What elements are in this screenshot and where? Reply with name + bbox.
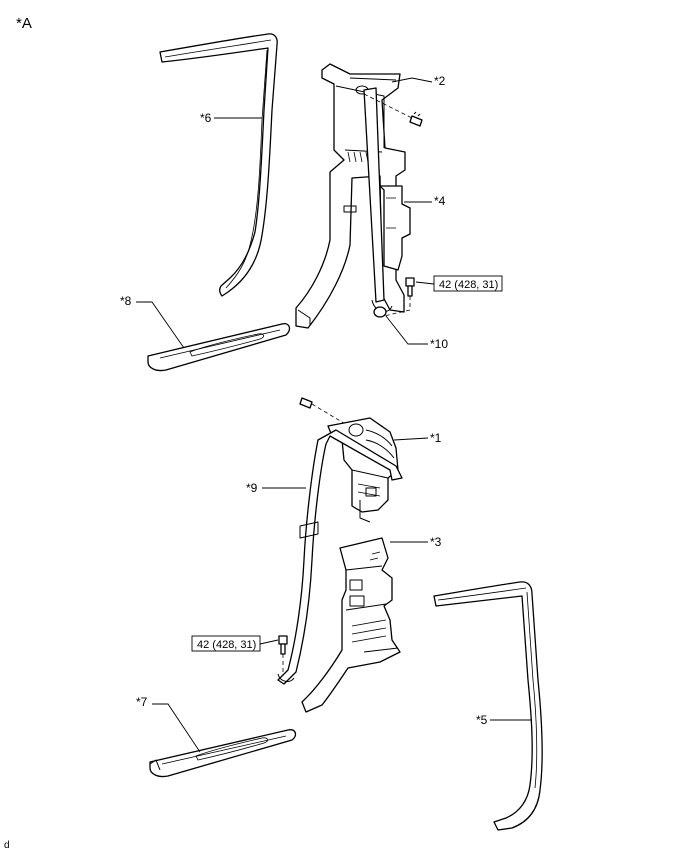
upper-scuff-plate [147,323,291,372]
belt-guide-bracket [379,185,411,271]
callout-7: *7 [136,695,148,709]
leader-7 [152,703,201,753]
torque-spec-upper: 42 (428, 31) [439,279,498,291]
lower-scuff-plate [149,729,297,778]
callout-8: *8 [120,294,132,308]
figure-label: *A [16,15,32,32]
leader-10 [385,315,428,345]
callout-4: *4 [434,194,446,208]
upper-door-weatherstrip [159,33,278,297]
lower-seat-belt [277,429,403,685]
torque-box-lower [191,635,261,652]
upper-mounting-bolt [409,111,423,127]
callout-10: *10 [430,337,448,351]
retractor-bolt [299,397,313,409]
upper-anchor-bolt [405,277,415,297]
callout-2: *2 [434,74,446,88]
torque-box-upper [433,275,503,292]
callout-5: *5 [476,713,488,727]
bolt-path-anchor-upper [383,296,411,317]
leader-torque-upper [415,281,435,285]
upper-seat-belt [363,87,393,318]
lower-pillar-garnish [301,537,401,713]
callout-3: *3 [430,535,442,549]
callout-9: *9 [246,481,258,495]
footer-mark: d [4,840,10,851]
callout-1: *1 [430,431,442,445]
bolt-path-upper [363,93,413,119]
torque-spec-lower: 42 (428, 31) [197,639,256,651]
leader-1 [393,437,429,441]
lower-anchor-bolt [278,635,288,655]
lower-door-weatherstrip [433,581,543,831]
leader-8 [136,301,185,349]
leader-torque-lower [259,639,279,645]
callout-6: *6 [200,111,212,125]
leader-2 [391,77,433,83]
